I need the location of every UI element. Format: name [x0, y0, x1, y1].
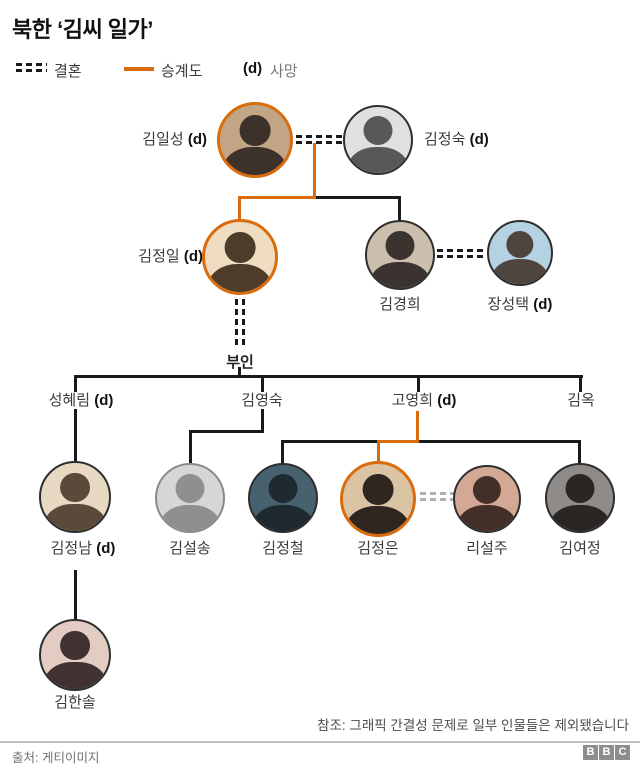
bbc-logo-block-3: C: [615, 745, 630, 760]
legend-marriage-line-icon: [16, 63, 47, 72]
wives-connector-stub: [238, 367, 241, 377]
song-hye-rim-label: 성혜림 (d): [48, 392, 114, 409]
succession-line-to-kim-jong-un: [377, 440, 380, 463]
jang-song-thaek-photo: [487, 220, 553, 286]
wives-bar: [74, 375, 583, 378]
footer-divider: [0, 741, 640, 743]
marriage-line-kim-il-sung-kim-jong-suk: [296, 135, 342, 144]
wives-tick-song-hye-rim: [74, 375, 77, 392]
wives-tick-kim-yong-suk: [261, 375, 264, 392]
footnote: 참조: 그래픽 간결성 문제로 일부 인물들은 제외됐습니다: [317, 718, 629, 733]
kim-kyong-hui-label: 김경희: [379, 296, 421, 313]
line-to-kim-yo-jong: [578, 440, 581, 465]
kim-sol-song-photo: [155, 463, 225, 533]
bbc-logo-block-2: B: [599, 745, 614, 760]
jang-song-thaek-label: 장성택 (d): [487, 296, 553, 313]
succession-line-horizontal-1: [238, 196, 316, 199]
kim-jong-chol-label: 김정철: [262, 540, 304, 557]
succession-line-vertical-1: [313, 143, 316, 198]
legend-succession-label: 승계도: [161, 63, 203, 80]
wives-tick-kim-ok: [579, 375, 582, 392]
kim-kyong-hui-photo: [365, 220, 435, 290]
kim-jong-un-photo: [340, 461, 416, 537]
kim-jong-il-photo: [202, 219, 278, 295]
line-song-hye-rim-to-kim-jong-nam: [74, 409, 77, 462]
kim-jong-suk-photo: [343, 105, 413, 175]
legend-succession-line-icon: [124, 67, 154, 71]
legend-marriage-label: 결혼: [54, 63, 82, 80]
children-bar: [282, 440, 581, 443]
source-credit: 출처: 게티이미지: [12, 751, 100, 765]
wives-group-label: 부인: [226, 354, 254, 371]
kim-yo-jong-label: 김여정: [559, 540, 601, 557]
succession-line-to-kim-jong-il: [238, 196, 241, 222]
kim-jong-nam-photo: [39, 461, 111, 533]
kim-yong-suk-label: 김영숙: [241, 392, 283, 409]
succession-line-from-ko-yong-hui: [416, 411, 419, 442]
page-title: 북한 ‘김씨 일가’: [12, 17, 153, 42]
descent-line-to-kim-kyong-hui-v: [398, 196, 401, 223]
legend-death-abbr: (d): [243, 60, 263, 77]
kim-jong-nam-label: 김정남 (d): [50, 540, 116, 557]
legend-death-label: 사망: [270, 63, 298, 80]
marriage-line-kim-jong-un-ri-sol-ju: [420, 492, 454, 501]
line-kim-yong-suk-h: [189, 430, 264, 433]
ri-sol-ju-label: 리설주: [466, 540, 508, 557]
succession-line-horizontal-2: [377, 440, 419, 443]
kim-han-sol-photo: [39, 619, 111, 691]
line-to-kim-jong-chol: [281, 440, 284, 465]
line-to-kim-sol-song: [189, 430, 192, 464]
kim-jong-suk-label: 김정숙 (d): [424, 131, 489, 148]
line-kim-yong-suk-v1: [261, 409, 264, 433]
kim-jong-il-label: 김정일 (d): [138, 248, 203, 265]
kim-jong-chol-photo: [248, 463, 318, 533]
kim-il-sung-label: 김일성 (d): [142, 131, 207, 148]
wives-tick-ko-yong-hui: [417, 375, 420, 392]
kim-han-sol-label: 김한솔: [54, 694, 96, 711]
kim-il-sung-photo: [217, 102, 293, 178]
marriage-line-kim-jong-il-wives: [235, 299, 245, 349]
kim-jong-un-label: 김정은: [357, 540, 399, 557]
ri-sol-ju-photo: [453, 465, 521, 533]
line-kim-jong-nam-to-kim-han-sol: [74, 570, 77, 620]
marriage-line-kim-kyong-hui-jang-song-thaek: [437, 249, 487, 258]
descent-line-to-kim-kyong-hui-h: [316, 196, 401, 199]
kim-sol-song-label: 김설송: [169, 540, 211, 557]
kim-ok-label: 김옥: [567, 392, 595, 409]
bbc-logo-block-1: B: [583, 745, 598, 760]
kim-yo-jong-photo: [545, 463, 615, 533]
ko-yong-hui-label: 고영희 (d): [391, 392, 457, 409]
